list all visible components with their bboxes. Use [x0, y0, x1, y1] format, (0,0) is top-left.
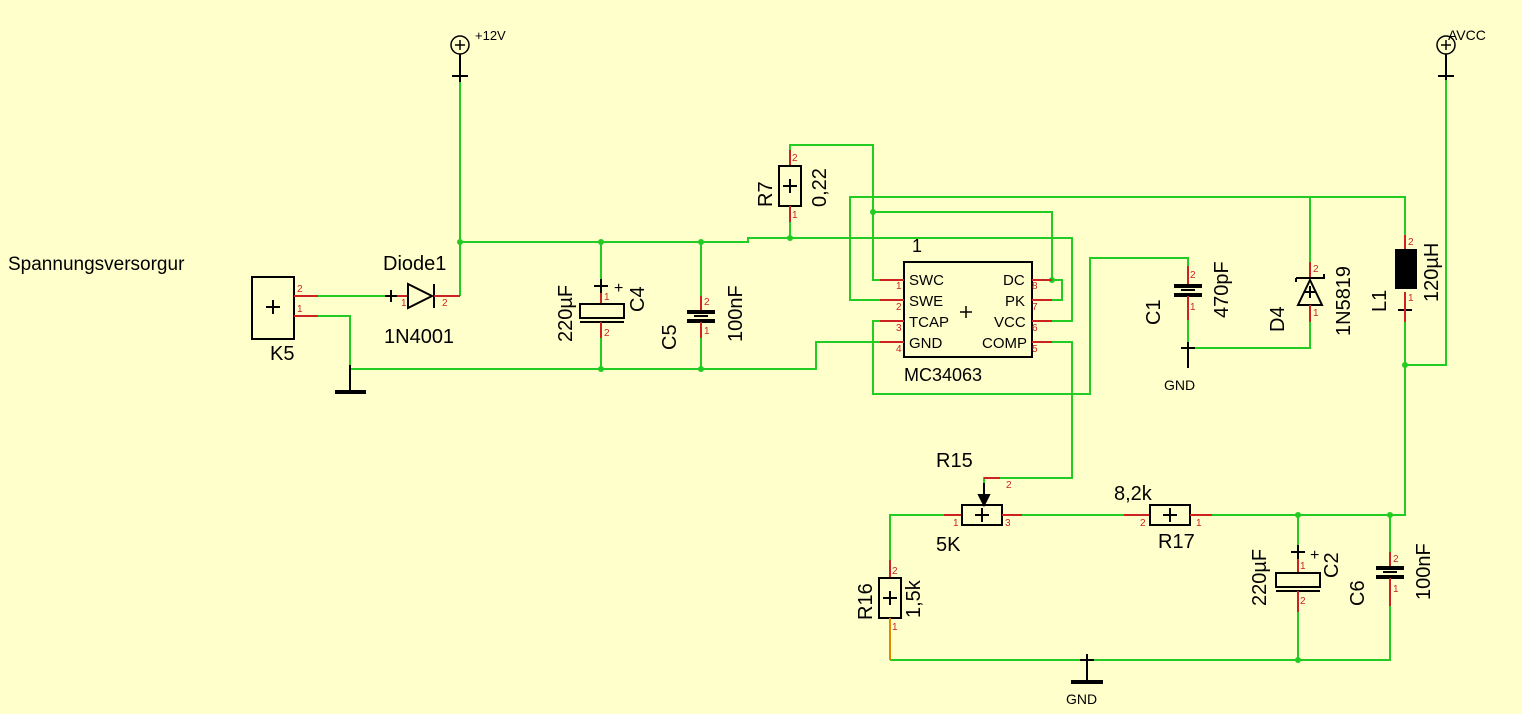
ground-symbol-bottom: GND	[1066, 654, 1103, 707]
supply-avcc-label: AVCC	[1448, 27, 1486, 43]
ic-pin-vcc: VCC	[994, 314, 1026, 331]
r16-value: 1,5k	[903, 579, 925, 618]
k5-ref: K5	[270, 343, 294, 365]
diode1-value: 1N4001	[384, 326, 454, 348]
ground-symbol-left	[335, 365, 366, 394]
supply-12v[interactable]: +12V	[450, 28, 506, 82]
svg-text:2: 2	[1300, 596, 1306, 607]
capacitor-c1[interactable]: 2 1 C1 470pF	[1143, 261, 1233, 325]
r7-value: 0,22	[809, 168, 831, 207]
svg-text:+: +	[614, 280, 623, 297]
capacitor-c5[interactable]: 2 1 C5 100nF	[659, 285, 747, 350]
svg-text:2: 2	[704, 297, 710, 308]
ic-pin-gnd: GND	[909, 335, 943, 352]
c6-ref: C6	[1347, 580, 1369, 606]
ic-pin-swe: SWE	[909, 293, 943, 310]
svg-text:1: 1	[1313, 308, 1319, 319]
ic-mc34063[interactable]: 1 2 3 4 8 7 6 5 SWC SWE TCAP GND DC PK V…	[880, 236, 1052, 385]
c1-value: 470pF	[1211, 261, 1233, 318]
svg-text:1: 1	[1190, 302, 1196, 313]
c2-ref: C2	[1321, 552, 1343, 578]
r7-ref: R7	[755, 181, 777, 207]
c1-ref: C1	[1143, 299, 1165, 325]
resistor-r7[interactable]: 2 1 R7 0,22	[755, 150, 831, 222]
resistor-r17[interactable]: 2 1 8,2k R17	[1114, 483, 1212, 553]
r17-value: 8,2k	[1114, 483, 1153, 505]
diode-d4[interactable]: 2 1 D4 1N5819	[1267, 262, 1355, 336]
ic-value: MC34063	[904, 365, 982, 385]
svg-text:2: 2	[604, 328, 610, 339]
svg-text:1: 1	[896, 281, 902, 292]
junctions	[457, 209, 1408, 663]
svg-text:1: 1	[604, 292, 610, 303]
svg-text:2: 2	[792, 153, 798, 164]
svg-text:1: 1	[953, 518, 959, 529]
svg-text:2: 2	[1408, 237, 1414, 248]
capacitor-c2[interactable]: 1 2 + 220µF C2	[1249, 545, 1343, 612]
supply-12v-label: +12V	[475, 28, 506, 43]
svg-text:+: +	[1310, 547, 1319, 564]
ic-pin-tcap: TCAP	[909, 314, 949, 331]
svg-text:1: 1	[1393, 584, 1399, 595]
d4-ref: D4	[1267, 306, 1289, 332]
gnd-label-bottom: GND	[1066, 691, 1097, 707]
c5-ref: C5	[659, 324, 681, 350]
c4-value: 220µF	[555, 285, 577, 342]
svg-text:1: 1	[704, 326, 710, 337]
svg-text:2: 2	[892, 566, 898, 577]
potentiometer-r15[interactable]: 1 3 2 R15 5K	[936, 450, 1022, 556]
svg-text:1: 1	[792, 210, 798, 221]
supply-avcc[interactable]: AVCC	[1436, 27, 1486, 80]
l1-ref: L1	[1369, 290, 1391, 312]
wires	[318, 80, 1447, 661]
gnd-label-top: GND	[1164, 377, 1195, 393]
svg-text:1: 1	[401, 298, 407, 309]
l1-value: 120µH	[1421, 243, 1443, 302]
svg-text:2: 2	[1190, 270, 1196, 281]
svg-text:1: 1	[297, 304, 303, 315]
r17-ref: R17	[1158, 531, 1195, 553]
resistor-r16[interactable]: 2 1 R16 1,5k	[855, 560, 925, 660]
c2-value: 220µF	[1249, 549, 1271, 606]
svg-text:2: 2	[297, 284, 303, 295]
diode1-ref: Diode1	[383, 253, 446, 275]
svg-text:7: 7	[1032, 302, 1038, 313]
c6-value: 100nF	[1413, 543, 1435, 600]
r15-ref: R15	[936, 450, 973, 472]
svg-text:2: 2	[442, 298, 448, 309]
c4-ref: C4	[627, 286, 649, 312]
ic-pin-dc: DC	[1003, 272, 1025, 289]
ic-pin-swc: SWC	[909, 272, 944, 289]
r15-value: 5K	[936, 534, 961, 556]
svg-text:1: 1	[1408, 293, 1414, 304]
svg-text:3: 3	[1005, 518, 1011, 529]
svg-text:2: 2	[1313, 264, 1319, 275]
diode-1n4001[interactable]: 1 2 Diode1 1N4001	[383, 253, 460, 348]
svg-text:5: 5	[1032, 344, 1038, 355]
svg-text:1: 1	[1196, 518, 1202, 529]
svg-text:2: 2	[1140, 518, 1146, 529]
capacitor-c4[interactable]: 1 2 + 220µF C4	[555, 279, 649, 342]
ic-pin-comp: COMP	[982, 335, 1027, 352]
c5-value: 100nF	[725, 285, 747, 342]
capacitor-c6[interactable]: 2 1 C6 100nF	[1347, 543, 1435, 606]
svg-text:6: 6	[1032, 323, 1038, 334]
svg-text:2: 2	[1006, 480, 1012, 491]
connector-k5[interactable]: 2 1 K5	[251, 276, 318, 365]
svg-text:8: 8	[1032, 281, 1038, 292]
svg-text:1: 1	[892, 622, 898, 633]
svg-text:2: 2	[896, 302, 902, 313]
r16-ref: R16	[855, 583, 877, 620]
d4-value: 1N5819	[1333, 266, 1355, 336]
svg-text:1: 1	[1300, 561, 1306, 572]
ground-label-c1: GND	[1164, 342, 1195, 393]
svg-text:2: 2	[1393, 554, 1399, 565]
svg-text:3: 3	[896, 323, 902, 334]
ic-pin-pk: PK	[1005, 293, 1025, 310]
svg-text:4: 4	[896, 344, 902, 355]
inductor-l1[interactable]: 2 1 L1 120µH	[1369, 235, 1443, 322]
ic-ref: 1	[912, 236, 922, 256]
schematic-title: Spannungsversorgur	[8, 254, 185, 275]
